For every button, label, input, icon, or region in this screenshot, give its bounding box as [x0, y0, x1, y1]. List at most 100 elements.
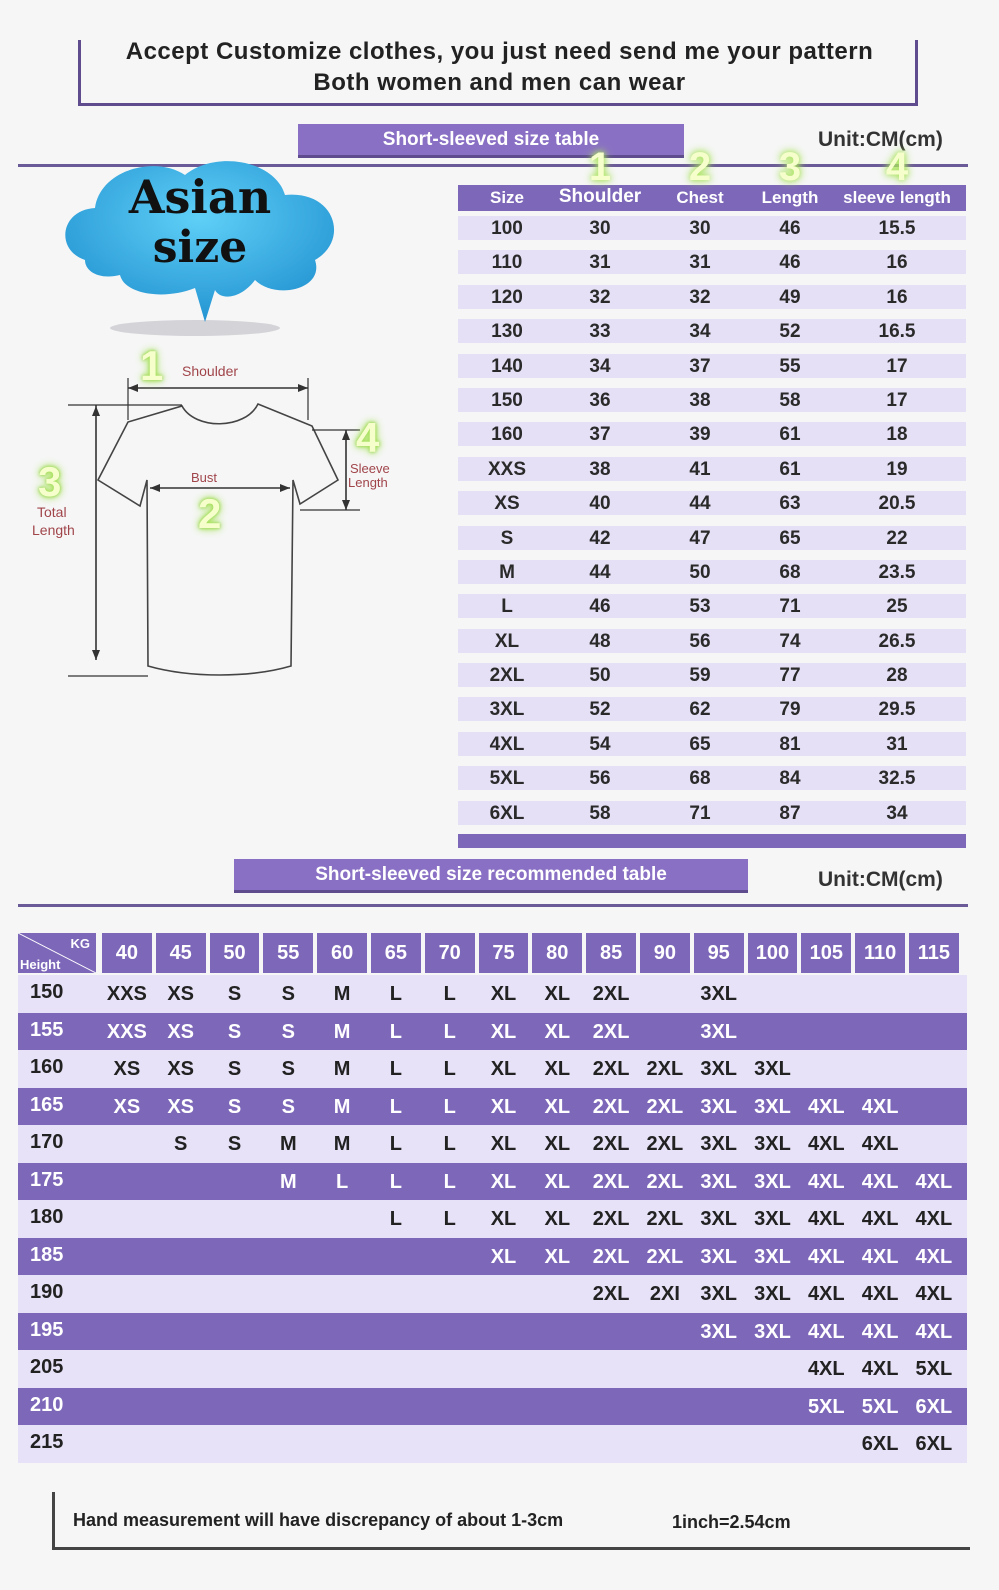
height-cell: 170 — [30, 1131, 64, 1153]
size-recommendation-cell: 4XL — [807, 1358, 845, 1380]
cell-length: 87 — [779, 802, 801, 824]
size-recommendation-cell: 6XL — [915, 1433, 953, 1455]
height-cell: 215 — [30, 1431, 64, 1453]
header-line-2: Both women and men can wear — [313, 69, 686, 96]
cell-chest: 65 — [689, 733, 711, 755]
cell-shoulder: 58 — [589, 802, 611, 824]
size-recommendation-cell: M — [333, 1020, 351, 1043]
size-recommendation-cell: 3XL — [700, 1170, 738, 1193]
cell-sleeve: 18 — [886, 424, 908, 446]
cell-sleeve: 29.5 — [878, 699, 916, 721]
cell-length: 58 — [779, 389, 801, 411]
size-recommendation-cell: 4XL — [861, 1320, 899, 1343]
size-table-banner: Short-sleeved size table — [298, 124, 684, 158]
col-header-size: Size — [489, 188, 525, 207]
header-number-3: 3 — [778, 145, 802, 189]
kg-header-cell: 105 — [801, 933, 852, 973]
size-recommendation-cell: M — [333, 1058, 351, 1080]
height-cell: 155 — [30, 1018, 64, 1041]
size-recommendation-cell: 4XL — [915, 1208, 953, 1230]
cell-size: S — [500, 527, 514, 549]
size-recommendation-cell: 3XL — [700, 1095, 738, 1118]
cell-sleeve: 28 — [886, 665, 908, 687]
size-recommendation-cell: 4XL — [807, 1283, 845, 1305]
size-recommendation-cell: XL — [490, 1245, 517, 1268]
size-recommendation-cell: XL — [490, 1170, 517, 1193]
size-recommendation-cell: L — [443, 1058, 456, 1080]
size-recommendation-cell: 4XL — [861, 1133, 899, 1155]
divider-bottom — [18, 904, 968, 907]
cell-chest: 47 — [689, 527, 711, 549]
size-recommendation-cell: 3XL — [754, 1058, 791, 1080]
size-recommendation-cell: 2XL — [592, 1283, 630, 1305]
size-recommendation-cell: 4XL — [861, 1095, 899, 1118]
cell-length: 61 — [779, 424, 801, 446]
size-recommendation-cell: 4XL — [861, 1358, 899, 1380]
size-recommendation-cell: 3XL — [700, 1320, 738, 1343]
cell-shoulder: 40 — [589, 493, 611, 515]
cell-sleeve: 16 — [886, 286, 908, 308]
cell-sleeve: 25 — [886, 596, 908, 618]
kg-header-cell: 100 — [747, 933, 798, 973]
kg-label: KG — [70, 936, 91, 951]
size-recommendation-cell: 2XI — [649, 1283, 680, 1305]
cell-chest: 37 — [689, 355, 711, 377]
size-recommendation-cell: XS — [167, 1058, 195, 1080]
kg-header-cell: 50 — [209, 933, 260, 973]
cell-chest: 44 — [689, 493, 711, 515]
size-recommendation-cell: 2XL — [646, 1208, 684, 1230]
kg-header-cell: 80 — [532, 933, 583, 973]
row-background — [458, 525, 966, 550]
size-recommendation-cell: M — [333, 983, 351, 1005]
size-recommendation-cell: 4XL — [861, 1245, 899, 1268]
cell-length: 84 — [779, 768, 801, 790]
cell-shoulder: 48 — [589, 630, 611, 652]
cell-shoulder: 37 — [589, 424, 611, 446]
cell-size: 110 — [491, 252, 523, 274]
size-recommendation-cell: XL — [490, 1058, 517, 1080]
cell-length: 77 — [779, 665, 801, 687]
footer-frame — [52, 1492, 970, 1550]
size-recommendation-cell: 2XL — [592, 1245, 630, 1268]
size-recommendation-cell: 3XL — [754, 1245, 791, 1268]
size-recommendation-cell: 3XL — [700, 1208, 738, 1230]
row-background — [458, 387, 966, 412]
cell-sleeve: 19 — [886, 458, 908, 480]
size-recommendation-cell: 2XL — [646, 1133, 684, 1155]
cell-sleeve: 15.5 — [878, 218, 916, 239]
height-cell: 165 — [30, 1093, 64, 1116]
cell-shoulder: 42 — [589, 527, 611, 549]
cell-length: 71 — [779, 596, 801, 618]
cell-shoulder: 33 — [589, 321, 611, 343]
tshirt-diagram — [68, 378, 360, 677]
cell-sleeve: 31 — [886, 733, 908, 755]
cell-chest: 34 — [689, 321, 711, 343]
size-recommendation-cell: L — [389, 1133, 402, 1155]
size-recommendation-cell: 2XL — [592, 983, 630, 1005]
size-recommendation-cell: 3XL — [700, 983, 738, 1005]
height-cell: 195 — [30, 1318, 64, 1341]
header-line-1: Accept Customize clothes, you just need … — [125, 38, 874, 65]
size-recommendation-cell: 3XL — [754, 1320, 791, 1343]
cell-chest: 62 — [689, 699, 711, 721]
size-recommendation-cell: 3XL — [700, 1058, 738, 1080]
cell-sleeve: 23.5 — [878, 561, 916, 583]
size-recommendation-cell: 4XL — [915, 1245, 953, 1268]
col-header-chest: Chest — [676, 188, 724, 207]
size-recommendation-cell: M — [333, 1133, 351, 1155]
size-recommendation-cell: XL — [490, 1095, 517, 1118]
header-number-4: 4 — [885, 145, 909, 189]
col-header-length: Length — [761, 188, 819, 207]
size-table: Size Shoulder Chest Length sleeve length… — [458, 145, 966, 849]
inch-conversion: 1inch=2.54cm — [672, 1512, 791, 1532]
size-recommendation-cell: XL — [544, 1170, 571, 1193]
cell-shoulder: 56 — [589, 768, 611, 790]
